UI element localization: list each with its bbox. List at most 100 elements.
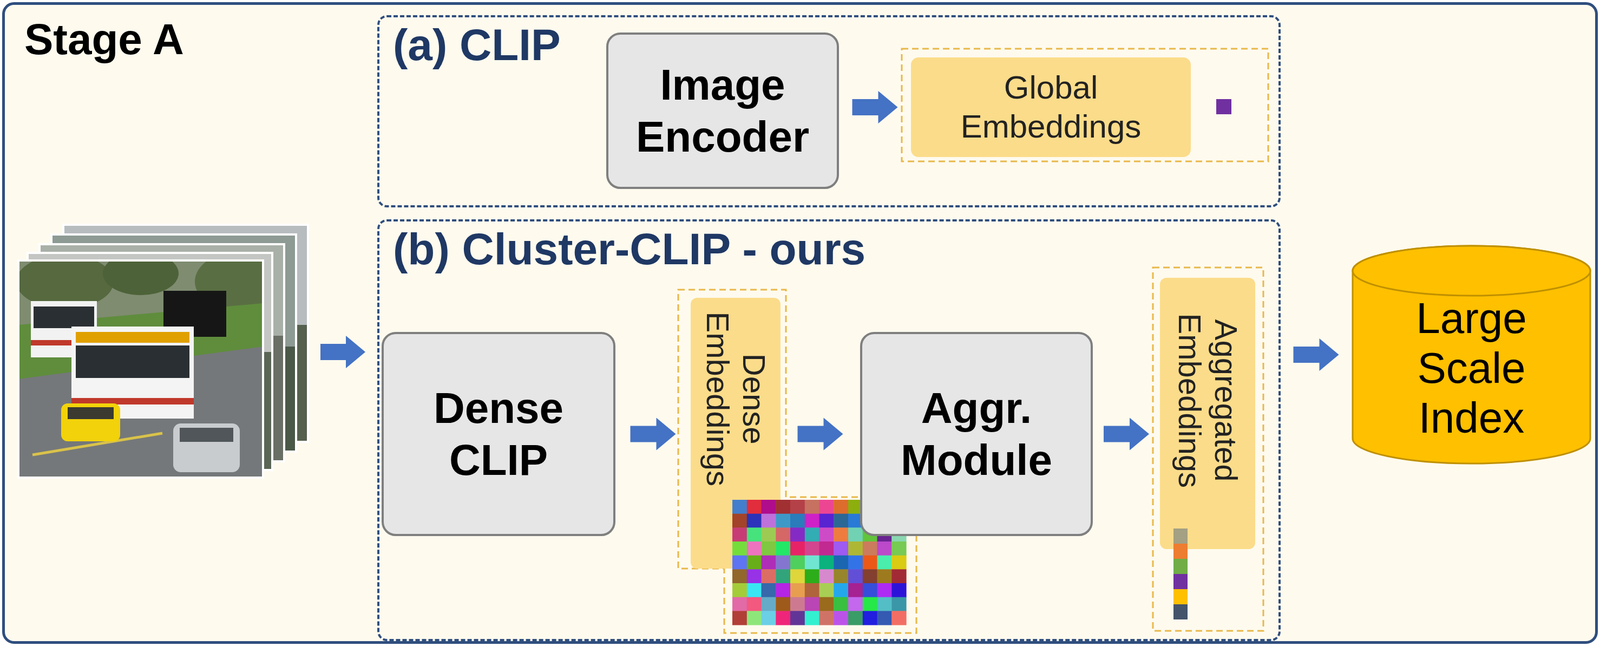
mosaic-cell <box>732 541 747 556</box>
mosaic-cell <box>732 597 747 612</box>
mosaic-cell <box>790 555 805 570</box>
mosaic-cell <box>804 513 820 528</box>
mosaic-cell <box>746 610 762 625</box>
mosaic-cell <box>804 527 820 542</box>
mosaic-cell <box>732 610 747 625</box>
mosaic-cell <box>877 568 893 583</box>
mosaic-cell <box>819 527 835 542</box>
dashed-outline <box>1152 267 1264 631</box>
flow-arrow <box>852 90 898 124</box>
mosaic-cell <box>790 527 805 542</box>
mosaic-cell <box>732 582 747 598</box>
mosaic-cell <box>848 555 863 570</box>
mosaic-cell <box>790 499 805 514</box>
image-frame <box>18 260 264 478</box>
mosaic-cell <box>790 568 805 583</box>
mosaic-cell <box>819 582 835 598</box>
cylinder-body <box>1352 245 1591 464</box>
embedding-cell <box>1173 528 1188 544</box>
mosaic-cell <box>819 555 835 570</box>
mosaic-cell <box>833 513 849 528</box>
mosaic-cell <box>819 568 835 583</box>
mosaic-cell <box>877 597 893 612</box>
stage-title: Stage A <box>24 14 185 65</box>
box-label: Aggr. Module <box>870 382 1083 487</box>
mosaic-cell <box>790 610 805 625</box>
embedding-label: Dense Embeddings <box>699 298 772 499</box>
process-box: Aggr. Module <box>860 331 1093 536</box>
embedding-square <box>1216 99 1232 115</box>
embedding-label: Global Embeddings <box>916 68 1186 147</box>
car <box>173 423 240 472</box>
mosaic-cell <box>761 597 777 612</box>
mosaic-cell <box>804 568 820 583</box>
mosaic-cell <box>746 582 762 598</box>
cylinder-top <box>1352 245 1591 296</box>
mosaic-cell <box>746 541 762 556</box>
mosaic-cell <box>732 527 747 542</box>
mosaic-cell <box>775 527 791 542</box>
mosaic-cell <box>877 582 893 598</box>
mosaic-cell <box>804 555 820 570</box>
embedding-box: Dense Embeddings <box>690 297 781 569</box>
mosaic-cell <box>761 541 777 556</box>
mosaic-cell <box>761 513 777 528</box>
embedding-bar <box>1159 277 1256 549</box>
mosaic-cell <box>862 597 878 612</box>
mosaic-cell <box>761 610 777 625</box>
mosaic-cell <box>746 513 762 528</box>
method-group: (b) Cluster-CLIP - oursDense CLIPDense E… <box>377 219 1281 641</box>
mosaic-cell <box>848 541 863 556</box>
mosaic-cell <box>862 555 878 570</box>
mosaic-cell <box>804 597 820 612</box>
mosaic-cell <box>732 568 747 583</box>
mosaic-cell <box>833 555 849 570</box>
image-stack <box>16 224 308 478</box>
mosaic-cell <box>732 513 747 528</box>
mosaic-cell <box>862 610 878 625</box>
mosaic-cell <box>732 499 747 514</box>
mosaic-cell <box>848 527 863 542</box>
mosaic-cell <box>746 568 762 583</box>
mosaic-cell <box>848 568 863 583</box>
mosaic-cell <box>891 541 907 556</box>
mosaic-cell <box>877 555 893 570</box>
embedding-label: Aggregated Embeddings <box>1171 283 1244 517</box>
mosaic-cell <box>862 582 878 598</box>
mosaic-cell <box>790 582 805 598</box>
mosaic-cell <box>848 610 863 625</box>
mosaic-cell <box>775 541 791 556</box>
flow-arrow <box>1293 338 1340 371</box>
mosaic-cell <box>891 568 907 583</box>
mosaic-cell <box>775 499 791 514</box>
embedding-cell <box>1173 588 1188 605</box>
mosaic-cell <box>833 597 849 612</box>
process-box: Dense CLIP <box>381 331 616 536</box>
bus-window <box>75 345 190 378</box>
mosaic-cell <box>877 610 893 625</box>
method-group: (a) CLIPImage EncoderGlobal Embeddings <box>377 15 1281 208</box>
mosaic-cell <box>891 597 907 612</box>
mosaic-cell <box>761 582 777 598</box>
mosaic-cell <box>746 499 762 514</box>
mosaic-cell <box>891 555 907 570</box>
bus-sign <box>75 331 190 343</box>
mosaic-cell <box>775 610 791 625</box>
mosaic-cell <box>804 610 820 625</box>
input-arrow <box>320 335 366 369</box>
bus-window <box>33 306 95 329</box>
mosaic-cell <box>891 610 907 625</box>
mosaic-cell <box>746 597 762 612</box>
dashed-outline <box>901 48 1269 162</box>
embedding-bar <box>690 297 781 569</box>
database-label: Large Scale Index <box>1367 293 1576 443</box>
mosaic-cell <box>862 568 878 583</box>
mosaic-cell <box>833 568 849 583</box>
mosaic-cell <box>819 597 835 612</box>
mosaic-cell <box>833 610 849 625</box>
mosaic-cell <box>746 555 762 570</box>
mosaic-cell <box>761 555 777 570</box>
